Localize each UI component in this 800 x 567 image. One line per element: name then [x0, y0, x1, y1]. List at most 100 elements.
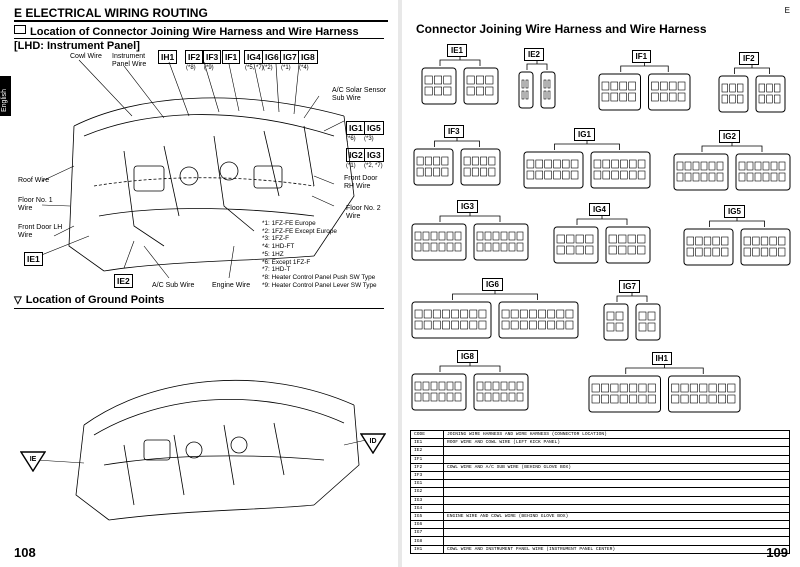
footnote: *1: 1FZ-FE Europe — [262, 220, 316, 227]
table-cell-code: IG5 — [410, 511, 444, 522]
connector-if3 — [413, 137, 501, 186]
label-engine-wire: Engine Wire — [212, 282, 251, 289]
connector-ig4 — [553, 215, 651, 264]
connector-tag-if2: IF2 — [739, 52, 759, 65]
tag-note: (*5, *7) — [245, 65, 264, 71]
table-row: IG3 — [410, 495, 790, 505]
connector-ig7 — [603, 292, 661, 341]
table-cell-code: IG6 — [410, 520, 444, 530]
table-cell-code: IH1 — [410, 544, 444, 554]
table-header-row: CODE JOINING WIRE HARNESS AND WIRE HARNE… — [410, 429, 790, 440]
tag-if1: IF1 — [222, 50, 241, 64]
table-cell-code: IG1 — [410, 479, 444, 489]
tag-note: (*9) — [204, 65, 214, 71]
table-cell-desc: ROOF WIRE AND COWL WIRE (LEFT KICK PANEL… — [443, 438, 790, 448]
table-cell-desc — [443, 479, 790, 489]
table-cell-desc — [443, 520, 790, 530]
label-roof-wire: Roof Wire — [18, 177, 50, 184]
table-row: IG2 — [410, 487, 790, 497]
connector-tag-ig7: IG7 — [619, 280, 640, 293]
tag-ie1: IE1 — [24, 252, 43, 266]
connector-tag-ih1: IH1 — [651, 352, 672, 365]
tag-note: (*4) — [299, 65, 309, 71]
ground-id-label: ID — [370, 438, 377, 445]
ground-ie-label: IE — [30, 456, 37, 463]
table-cell-code: IE1 — [410, 438, 444, 448]
triangle-icon: ▽ — [14, 295, 22, 306]
table-header-code: CODE — [410, 429, 444, 440]
table-cell-code: IG7 — [410, 528, 444, 538]
page-number: 109 — [766, 545, 788, 560]
tag-note: (*1) — [281, 65, 291, 71]
label-floor-1: Floor No. 1 Wire — [18, 197, 53, 212]
section-rule — [14, 38, 384, 39]
connector-tag-ie2: IE2 — [524, 48, 545, 61]
table-row: IF3 — [410, 470, 790, 481]
page-header: E ELECTRICAL WIRING ROUTING — [14, 6, 208, 20]
label-front-door-lh: Front Door LH Wire — [18, 224, 63, 239]
right-page: E Connector Joining Wire Harness and Wir… — [402, 0, 800, 567]
label-ac-solar: A/C Solar Sensor Sub Wire — [332, 87, 387, 102]
table-cell-code: IG3 — [410, 495, 444, 505]
language-tab: English — [0, 76, 11, 116]
tag-ie2: IE2 — [114, 274, 133, 288]
connector-table: CODE JOINING WIRE HARNESS AND WIRE HARNE… — [410, 429, 790, 554]
label-ac-sub-wire: A/C Sub Wire — [152, 282, 195, 289]
ground-id-icon: ID — [360, 433, 386, 454]
footnote: *6: Except 1FZ-F — [262, 258, 311, 266]
tag-ig5: IG5 — [364, 121, 384, 135]
connector-tag-ig2: IG2 — [719, 130, 740, 143]
connector-ig3 — [411, 212, 529, 261]
connector-tag-ig5: IG5 — [724, 205, 745, 218]
connector-tag-ig3: IG3 — [457, 200, 478, 213]
table-cell-desc — [443, 446, 790, 456]
connector-ig8 — [411, 362, 529, 411]
label-front-door-rh: Front Door RH Wire — [344, 175, 378, 190]
table-row: IG8 — [410, 536, 790, 546]
section-mark: E — [784, 6, 790, 15]
table-cell-code: IF2 — [410, 462, 444, 472]
connector-tag-ig1: IG1 — [574, 128, 595, 141]
tag-ig3: IG3 — [364, 148, 384, 162]
tag-note: (*2, *7) — [364, 163, 383, 169]
connector-ig1 — [523, 140, 651, 189]
table-row: IF1 — [410, 454, 790, 464]
table-cell-desc: COWL WIRE AND A/C SUB WIRE (BEHIND GLOVE… — [443, 462, 790, 472]
footnote: *9: Heater Control Panel Lever SW Type — [262, 281, 377, 289]
table-cell-desc — [443, 503, 790, 513]
label-floor-2: Floor No. 2 Wire — [346, 205, 381, 220]
tag-note: (*3) — [364, 136, 374, 142]
table-cell-desc — [443, 528, 790, 538]
page-number: 108 — [14, 545, 36, 560]
connector-tag-if3: IF3 — [444, 125, 464, 138]
connector-tag-ig6: IG6 — [482, 278, 503, 291]
footnote: *5: 1HZ — [262, 250, 284, 258]
section-rule — [14, 308, 384, 309]
table-row: IG6 — [410, 520, 790, 530]
connector-ih1 — [588, 364, 741, 413]
table-row: IE2 — [410, 446, 790, 456]
page-gutter — [398, 0, 402, 567]
subtitle-lhd: [LHD: Instrument Panel] — [14, 40, 140, 52]
table-cell-desc — [443, 470, 790, 481]
connector-tag-if1: IF1 — [631, 50, 652, 63]
square-icon — [14, 25, 26, 34]
label-cowl-wire: Cowl Wire — [70, 53, 102, 60]
connector-if2 — [718, 64, 786, 113]
tag-ig2: IG2 — [346, 148, 366, 162]
table-row: IG7 — [410, 528, 790, 538]
connector-ig6 — [411, 290, 579, 339]
left-page: E ELECTRICAL WIRING ROUTING Location of … — [0, 0, 398, 567]
footnote: *8: Heater Control Panel Push SW Type — [262, 273, 376, 281]
table-row: IG1 — [410, 479, 790, 489]
connector-tag-ie1: IE1 — [447, 44, 468, 57]
table-header-desc: JOINING WIRE HARNESS AND WIRE HARNESS (C… — [443, 429, 790, 440]
table-cell-code: IG8 — [410, 536, 444, 546]
page-title: Connector Joining Wire Harness and Wire … — [416, 22, 707, 36]
connector-ig2 — [673, 142, 791, 191]
connector-tag-ig4: IG4 — [589, 203, 610, 216]
footnote: *2: 1FZ-FE Except Europe — [262, 227, 337, 235]
connector-ie2 — [518, 60, 556, 109]
